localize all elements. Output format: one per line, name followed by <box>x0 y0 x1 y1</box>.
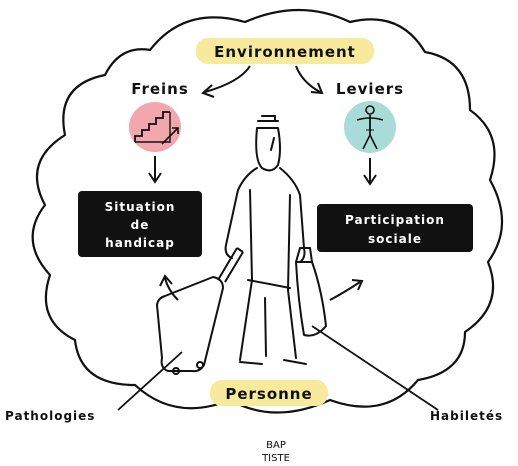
situation-line1: Situation <box>105 200 176 214</box>
arrow-head-freins-down <box>148 172 162 184</box>
arrow-to-freins <box>204 65 251 93</box>
arrow-head-freins <box>201 84 215 98</box>
signature-line2: TISTE <box>261 453 290 464</box>
situation-line2: de <box>131 218 150 232</box>
pathologies-leader <box>117 351 183 411</box>
arrow-head-to-situation <box>159 274 173 287</box>
leviers-label: Leviers <box>336 80 404 98</box>
bag <box>295 247 327 337</box>
freins-label: Freins <box>131 80 189 98</box>
situation-handicap-box <box>78 191 202 257</box>
signature-line1: BAP <box>266 440 286 451</box>
situation-line3: handicap <box>105 236 175 250</box>
person-icon <box>344 101 396 153</box>
person-figure <box>224 115 307 365</box>
arrow-head-to-participation <box>351 279 364 291</box>
personne-label: Personne <box>225 385 312 403</box>
suitcase <box>156 247 244 375</box>
arrow-head-leviers-down <box>363 174 377 186</box>
participation-sociale-box <box>317 204 473 252</box>
environnement-highlight <box>196 38 374 64</box>
stairs-arrow-icon <box>129 102 181 152</box>
habiletes-label: Habiletés <box>430 409 503 423</box>
arrow-head-leviers <box>310 82 324 95</box>
arrow-to-situation <box>164 277 179 301</box>
participation-line1: Participation <box>345 213 445 227</box>
cloud-outline <box>31 8 504 414</box>
environnement-label: Environnement <box>214 43 356 61</box>
participation-line2: sociale <box>368 232 422 246</box>
arrow-to-participation <box>329 281 361 301</box>
pathologies-label: Pathologies <box>5 409 95 423</box>
arrow-to-leviers <box>295 65 321 93</box>
personne-highlight <box>210 380 328 406</box>
habiletes-leader <box>311 325 439 411</box>
